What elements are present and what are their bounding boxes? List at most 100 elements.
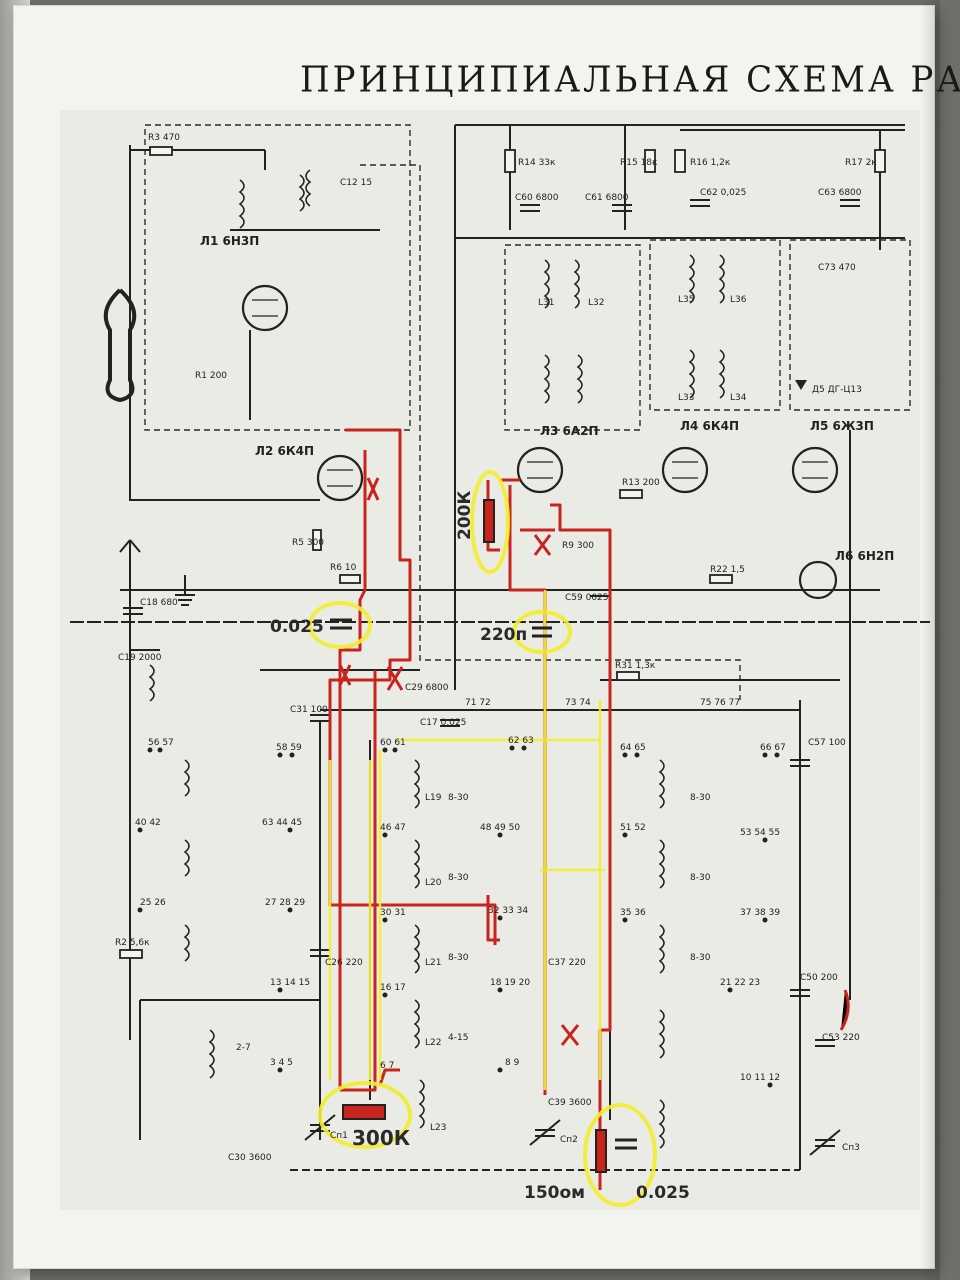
coil-windings: [148, 169, 725, 1149]
coil-l34: [718, 349, 725, 399]
resistor-r5: [312, 529, 322, 551]
coil-l19: [413, 759, 420, 809]
coil-l22: [413, 999, 420, 1049]
contact-number-labels: 56 57 58 59 60 61 62 63 64 65 66 67 46 4…: [135, 698, 786, 1083]
label-c26: C26 220: [325, 958, 363, 968]
label-c73: C73 470: [818, 263, 856, 273]
coil-band-3: [658, 924, 665, 974]
contacts-75-77: 75 76 77: [700, 698, 740, 708]
resistor-r16: [674, 149, 686, 173]
label-l20: L20: [425, 878, 442, 888]
contacts-73-74: 73 74: [565, 698, 591, 708]
coil-band-5: [658, 1099, 665, 1149]
coil-l32: [573, 259, 580, 309]
resistor-r15: [644, 149, 656, 173]
label-l23: L23: [430, 1123, 446, 1133]
contacts-35-36: 35 36: [620, 908, 646, 918]
trimmer-label-2: 8-30: [448, 873, 469, 883]
note-cap-right: 0.025: [636, 1183, 690, 1203]
contacts-16-17: 16 17: [380, 983, 406, 993]
diode-symbol: [795, 380, 807, 390]
contacts-3-5: 3 4 5: [270, 1058, 293, 1068]
resistor-symbols: [119, 146, 886, 959]
contacts-64-65: 64 65: [620, 743, 646, 753]
note-res-bottom: 300К: [352, 1126, 411, 1150]
coil-l9: [183, 759, 190, 797]
coil-band-2: [658, 839, 665, 889]
contacts-71-72: 71 72: [465, 698, 491, 708]
tube-l1-label: Л1 6Н3П: [200, 234, 259, 248]
contacts-8-9: 8 9: [505, 1058, 520, 1068]
label-r1: R1 200: [195, 371, 227, 381]
contacts-25-26: 25 26: [140, 898, 166, 908]
note-res-top: 200К: [455, 491, 475, 540]
resistor-r22: [709, 574, 733, 584]
resistor-labels: R3 470 R14 33к R15 18к R16 1,2к R17 2к R…: [115, 133, 877, 948]
highlight-res-right: [583, 1103, 657, 1207]
note-res-right: 150ом: [524, 1183, 585, 1203]
coil-l20: [413, 839, 420, 889]
contacts-63-45: 63 44 45: [262, 818, 302, 828]
label-c63: C63 6800: [818, 188, 862, 198]
shield-boundaries: [144, 124, 911, 700]
new-components: [330, 499, 637, 1173]
new-resistor-300k: [342, 1104, 386, 1120]
coil-l3: [238, 179, 245, 229]
switch-contacts: [137, 745, 780, 1088]
new-resistor-150ohm: [595, 1129, 607, 1173]
contacts-32-34: 32 33 34: [488, 906, 528, 916]
trimmer-label-4: 8-30: [690, 793, 711, 803]
tube-l2-envelope: [316, 454, 364, 502]
coil-l35: [688, 254, 695, 304]
contacts-51-52: 51 52: [620, 823, 646, 833]
resistor-r6: [339, 574, 361, 584]
label-l22: L22: [425, 1038, 441, 1048]
loop-antenna: [103, 288, 137, 403]
coil-l30: [543, 354, 550, 404]
highlighter-marks: [308, 470, 657, 1207]
label-r6: R6 10: [330, 563, 357, 573]
contacts-53-55: 53 54 55: [740, 828, 780, 838]
new-resistor-200k: [483, 499, 495, 543]
antenna-symbol: [119, 539, 195, 606]
label-c53: C53 220: [822, 1033, 860, 1043]
label-c19: C19 2000: [118, 653, 162, 663]
resistor-r13: [619, 489, 643, 499]
contacts-46-47: 46 47: [380, 823, 406, 833]
highlight-cap-left: [308, 601, 372, 649]
label-r14: R14 33к: [518, 158, 556, 168]
removed-part-marks: [338, 477, 850, 1046]
coil-labels: L19 L20 L21 L22 L23 L31 L32 L33 L34 L35 …: [425, 295, 747, 1133]
trimmer-labels: 8-30 8-30 8-30 8-30 8-30 8-30 4-15 2-7: [236, 793, 711, 1053]
label-l32: L32: [588, 298, 604, 308]
resistor-r31: [616, 671, 640, 681]
shield-box-l1: [144, 124, 411, 431]
highlight-res-bottom: [318, 1081, 412, 1149]
coil-l31: [543, 259, 550, 309]
tube-envelopes: [241, 284, 839, 600]
capacitor-symbols: [123, 199, 860, 1047]
tube-l3-label: Л3 6А2П: [540, 424, 599, 438]
contacts-48-50: 48 49 50: [480, 823, 520, 833]
label-c17: C17 0,025: [420, 718, 466, 728]
trimmer-label-1: 8-30: [448, 793, 469, 803]
coil-l23: [418, 1079, 425, 1129]
label-r13: R13 200: [622, 478, 660, 488]
trimmer-label-3: 8-30: [448, 953, 469, 963]
label-c31: C31 100: [290, 705, 328, 715]
label-c61: C61 6800: [585, 193, 629, 203]
contacts-56-57: 56 57: [148, 738, 174, 748]
highlight-cap-mid: [512, 610, 572, 654]
tube-l6-envelope: [798, 560, 838, 600]
contacts-62-63: 62 63: [508, 736, 534, 746]
tube-l4-envelope: [661, 446, 709, 494]
highlight-res-top: [470, 470, 510, 574]
label-r9: R9 300: [562, 541, 594, 551]
trimmer-label-7: 4-15: [448, 1033, 468, 1043]
coil-l33: [688, 349, 695, 399]
label-r15: R15 18к: [620, 158, 658, 168]
label-l34: L34: [730, 393, 747, 403]
label-c39: C39 3600: [548, 1098, 592, 1108]
shield-box-l5: [789, 239, 911, 411]
